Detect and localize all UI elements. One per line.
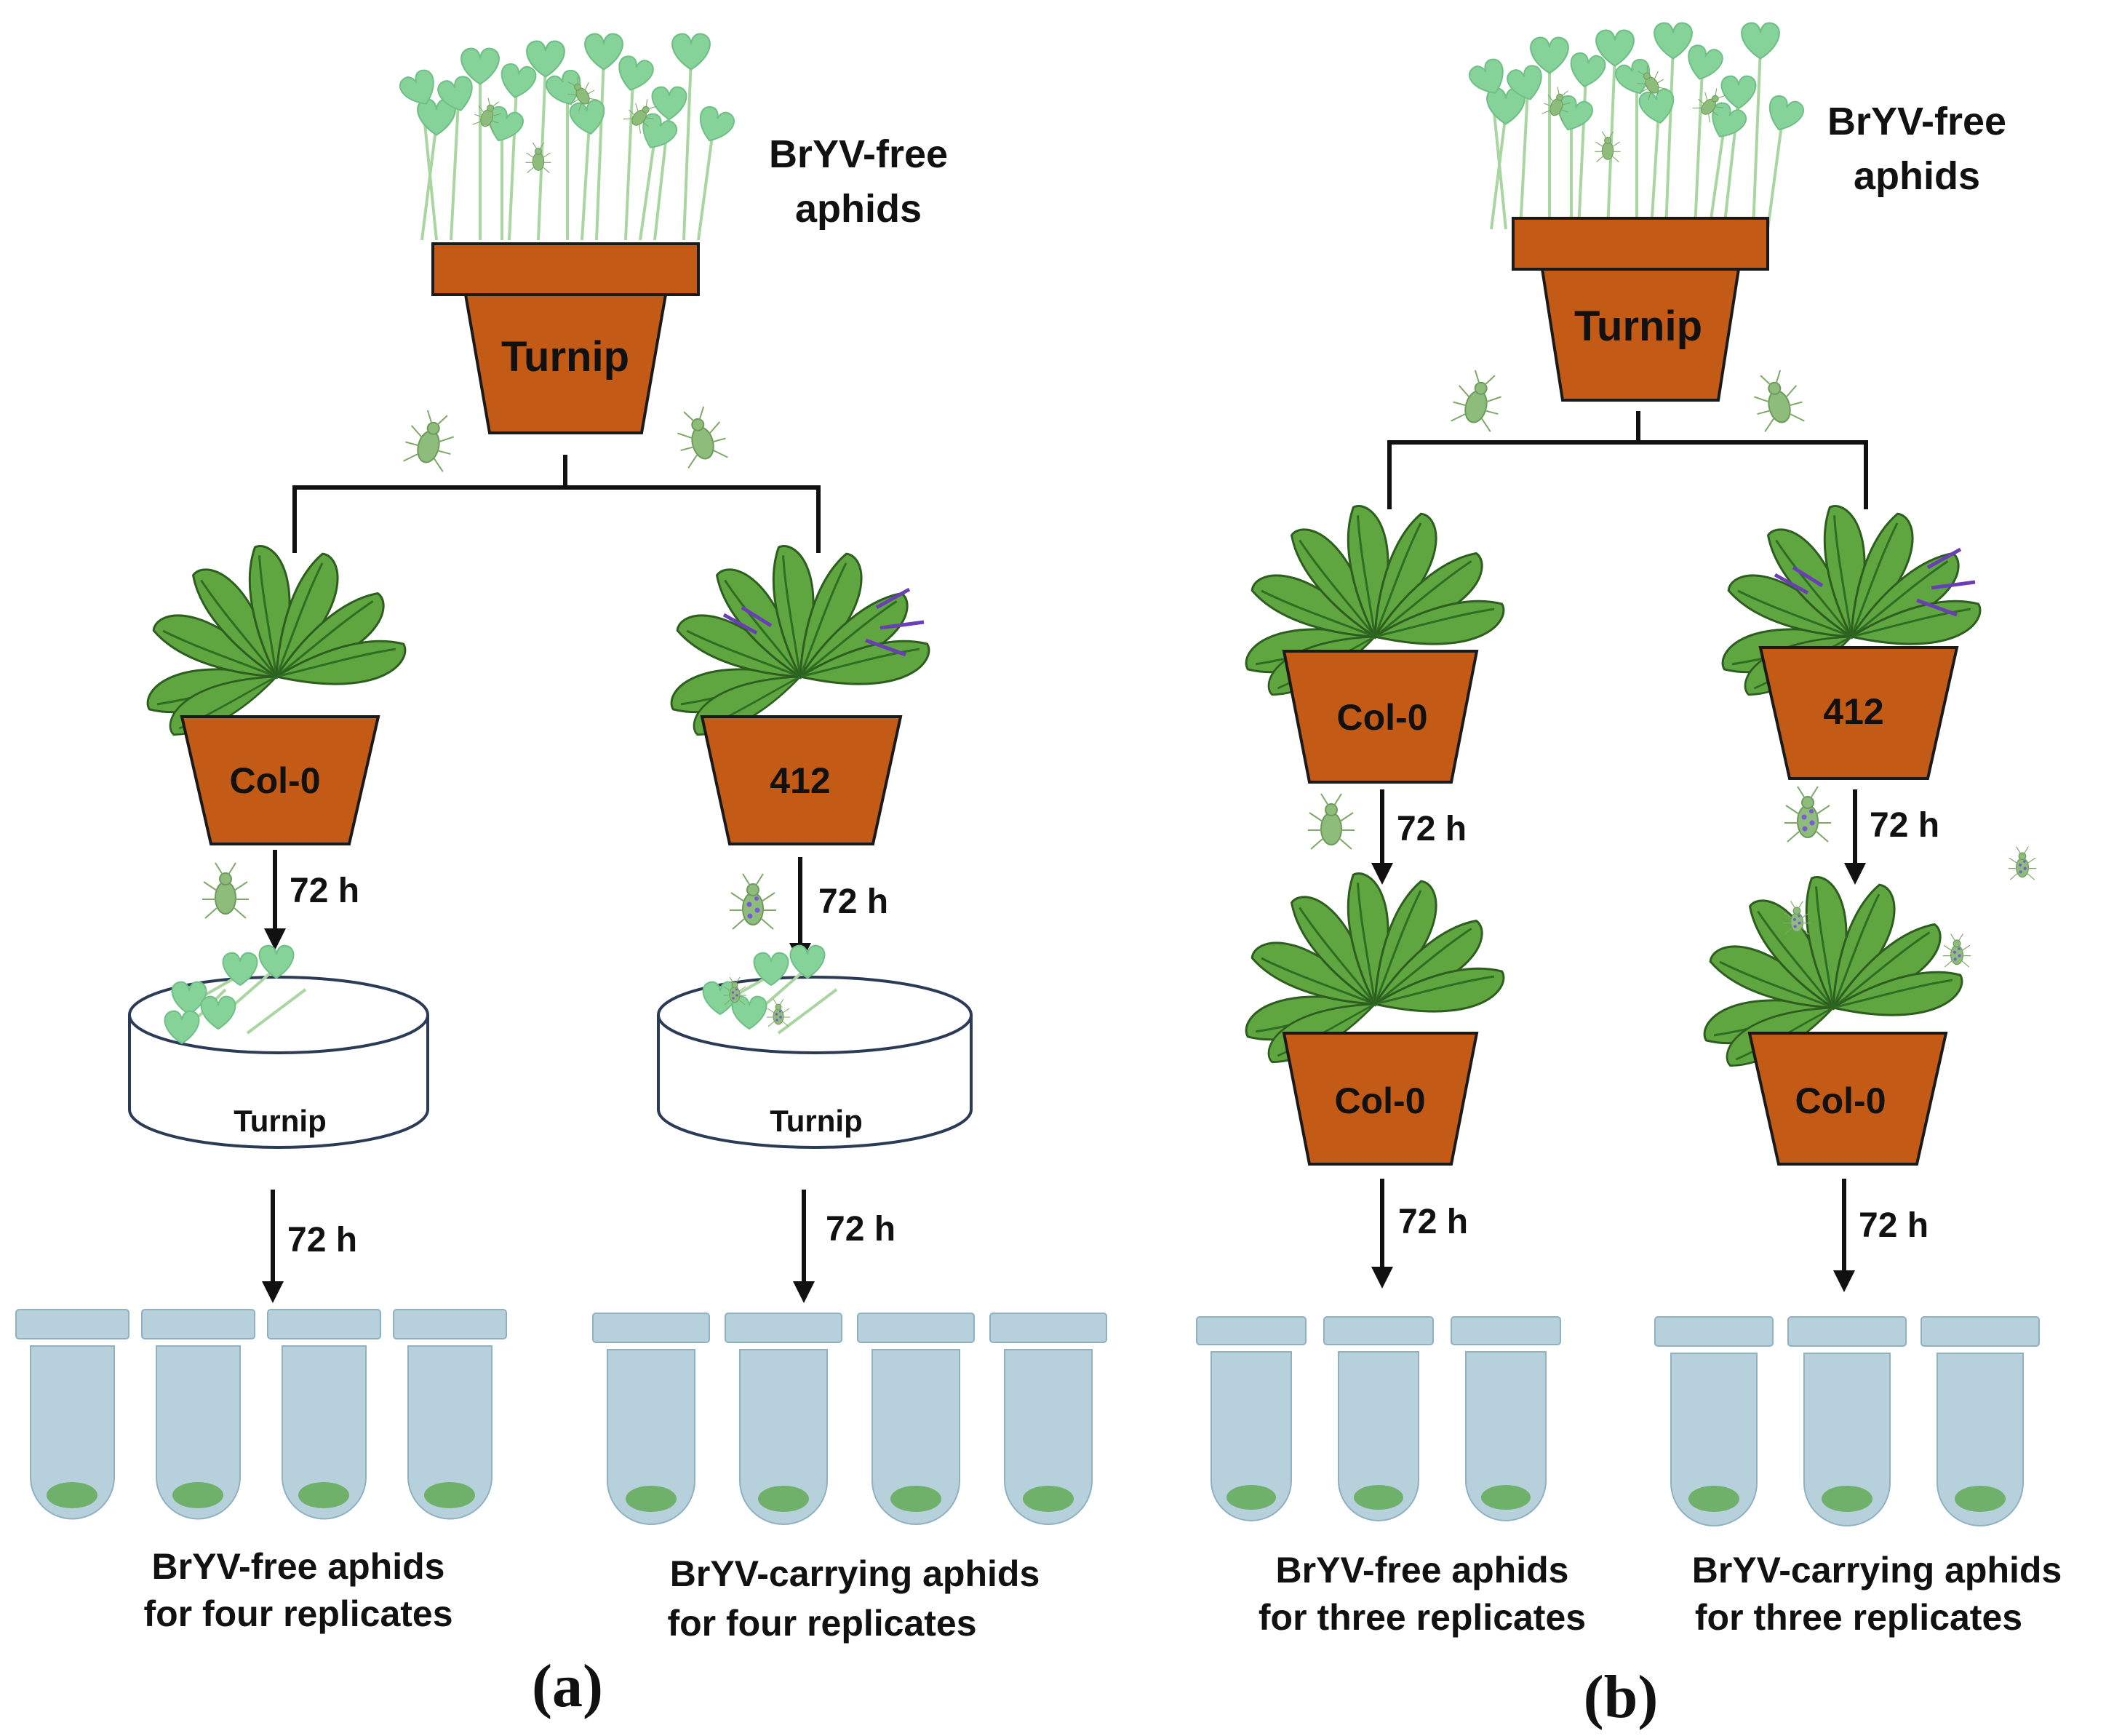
turnip-seedlings-b	[1467, 23, 1806, 229]
caption-line2: for four replicates	[667, 1603, 976, 1644]
panel-label: (b)	[1584, 1663, 1659, 1731]
dish-label: Turnip	[770, 1104, 863, 1138]
aphid-icon	[202, 862, 250, 919]
caption-line2: for three replicates	[1695, 1597, 2022, 1638]
source-caption-line1: BrYV-free	[1827, 100, 2006, 143]
tube	[267, 1309, 381, 1520]
col0-pot-b1: Col-0	[1282, 650, 1479, 784]
arrow-label: 72 h	[1398, 1203, 1468, 1241]
caption-line2: for four replicates	[143, 1593, 452, 1634]
turnip-dish-right-a: Turnip	[657, 944, 973, 1149]
col0-pot-b3: Col-0	[1747, 1032, 1948, 1166]
split-bracket-b	[1387, 411, 1868, 509]
pot-label: Turnip	[1574, 303, 1702, 350]
aphid-icon	[1943, 934, 1971, 968]
tube	[1196, 1316, 1307, 1521]
tube	[141, 1309, 255, 1520]
tube-row-right-b	[1654, 1316, 2040, 1526]
tube	[592, 1313, 710, 1525]
tube	[1451, 1316, 1561, 1521]
caption-line1: BrYV-carrying aphids	[670, 1553, 1040, 1594]
arrow-label: 72 h	[290, 872, 359, 910]
caption-line1: BrYV-free aphids	[1276, 1550, 1569, 1590]
caption-line2: for three replicates	[1259, 1597, 1586, 1638]
pot-label: Turnip	[501, 333, 629, 381]
caption-line1: BrYV-carrying aphids	[1692, 1550, 2062, 1590]
arrow-label: 72 h	[1859, 1206, 1928, 1245]
turnip-pot-b: Turnip	[1512, 217, 1769, 402]
tube	[725, 1313, 842, 1525]
pot-label: Col-0	[1795, 1080, 1886, 1121]
col0-plant-a	[147, 545, 406, 736]
aphid-icon	[1447, 366, 1509, 434]
tube	[1323, 1316, 1434, 1521]
turnip-seedlings-a	[397, 34, 737, 240]
panel-label: (a)	[532, 1652, 603, 1720]
tube-row-left-a	[15, 1309, 507, 1520]
pot-label: Col-0	[1337, 697, 1428, 738]
tube	[1920, 1316, 2040, 1526]
pot-label: Col-0	[1335, 1080, 1426, 1121]
source-caption-line2: aphids	[1854, 154, 1980, 198]
tube	[1787, 1316, 1907, 1526]
tube-row-right-a	[592, 1313, 1107, 1525]
panel-b: Turnip BrYV-free aphids Col-0 72 h Col-0…	[1196, 23, 2062, 1731]
412-pot-b1: 412	[1758, 646, 1959, 780]
source-caption-line1: BrYV-free	[769, 132, 948, 176]
split-bracket-a	[292, 455, 821, 553]
412-pot-a: 412	[700, 715, 903, 845]
turnip-pot-a: Turnip	[431, 242, 700, 434]
aphid-icon	[730, 874, 776, 929]
pot-label: 412	[770, 760, 830, 801]
turnip-dish-left-a: Turnip	[128, 944, 429, 1149]
arrow-label: 72 h	[287, 1221, 357, 1259]
tube	[989, 1313, 1107, 1525]
tube	[393, 1309, 507, 1520]
aphid-icon	[1747, 366, 1808, 434]
col0-pot-a: Col-0	[180, 715, 380, 845]
arrow-label: 72 h	[1870, 806, 1939, 845]
col0-pot-b2: Col-0	[1282, 1032, 1479, 1166]
pot-label: 412	[1823, 691, 1883, 732]
412-plant-a	[671, 545, 930, 736]
pot-label: Col-0	[230, 760, 321, 801]
tube-row-left-b	[1196, 1316, 1561, 1521]
aphid-icon	[1307, 793, 1355, 850]
dish-label: Turnip	[234, 1104, 327, 1138]
caption-line1: BrYV-free aphids	[152, 1546, 445, 1587]
tube	[15, 1309, 129, 1520]
aphid-icon	[399, 406, 461, 474]
tube	[857, 1313, 975, 1525]
arrow-label: 72 h	[826, 1210, 896, 1249]
tube	[1654, 1316, 1774, 1526]
aphid-icon	[1784, 787, 1831, 842]
arrow-label: 72 h	[818, 883, 888, 921]
aphid-icon	[670, 402, 732, 470]
arrow-label: 72 h	[1397, 810, 1467, 848]
aphid-icon	[2009, 847, 2036, 880]
source-caption-line2: aphids	[795, 187, 922, 231]
panel-a: Turnip BrYV-free aphids Col-0 72 h	[15, 34, 1107, 1720]
